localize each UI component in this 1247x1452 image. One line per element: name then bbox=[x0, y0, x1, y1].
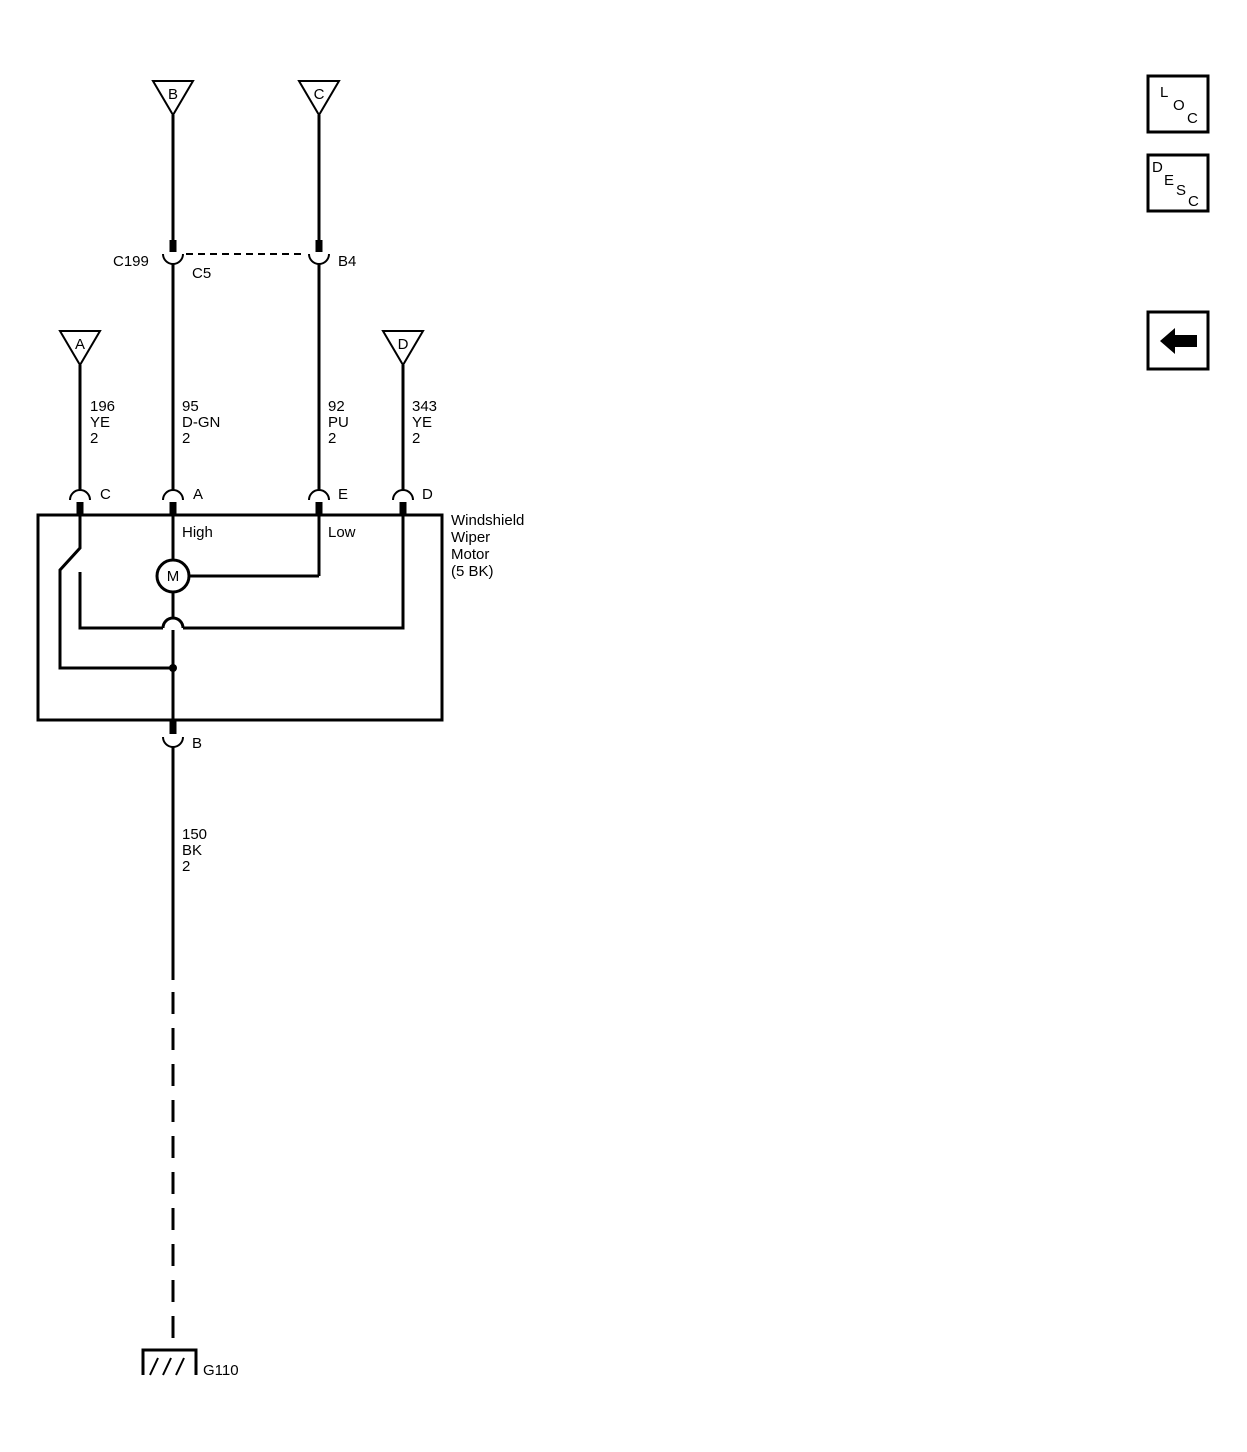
connector-c199-label: C199 bbox=[113, 253, 149, 270]
wire-95-circuit: 95 bbox=[182, 398, 199, 415]
wire-196-color: YE bbox=[90, 414, 110, 431]
wire-95-color: D-GN bbox=[182, 414, 220, 431]
back-button[interactable] bbox=[1146, 310, 1210, 371]
pin-b-socket[interactable] bbox=[162, 736, 184, 748]
wire-150-size: 2 bbox=[182, 858, 190, 875]
offpage-connector-b-label: B bbox=[168, 86, 178, 103]
wire-92-size: 2 bbox=[328, 430, 336, 447]
low-label: Low bbox=[328, 524, 356, 541]
wire-92-color: PU bbox=[328, 414, 349, 431]
loc-letter-c: C bbox=[1187, 110, 1198, 127]
desc-letter-d: D bbox=[1152, 159, 1163, 176]
component-name-line3: Motor bbox=[451, 546, 489, 563]
wire-label-196: 196 YE 2 bbox=[90, 398, 115, 447]
park-switch bbox=[58, 516, 173, 670]
wire-label-150: 150 BK 2 bbox=[182, 826, 207, 875]
offpage-connector-d[interactable]: D bbox=[381, 330, 425, 367]
component-connector-label: (5 BK) bbox=[451, 563, 494, 580]
pin-d-label: D bbox=[422, 486, 433, 503]
wire-label-95: 95 D-GN 2 bbox=[182, 398, 220, 447]
offpage-connector-c-label: C bbox=[314, 86, 325, 103]
offpage-connector-d-label: D bbox=[398, 336, 409, 353]
pin-b4-label: B4 bbox=[338, 253, 356, 270]
wire-196-circuit: 196 bbox=[90, 398, 115, 415]
motor-connector-pins[interactable]: C A E D bbox=[69, 486, 433, 516]
desc-button[interactable]: D E S C bbox=[1146, 153, 1210, 213]
high-label: High bbox=[182, 524, 213, 541]
desc-letter-e: E bbox=[1164, 172, 1174, 189]
windshield-wiper-motor[interactable]: Windshield Wiper Motor (5 BK) High Low M bbox=[36, 512, 524, 727]
wire-150-color: BK bbox=[182, 842, 202, 859]
desc-letter-s: S bbox=[1176, 182, 1186, 199]
component-name-line2: Wiper bbox=[451, 529, 490, 546]
ground-icon[interactable]: G110 bbox=[141, 1348, 239, 1379]
motor-symbol-label: M bbox=[167, 568, 180, 585]
pin-a-label: A bbox=[193, 486, 203, 503]
loc-letter-o: O bbox=[1173, 97, 1185, 114]
pin-c5-label: C5 bbox=[192, 265, 211, 282]
offpage-connector-a-label: A bbox=[75, 336, 85, 353]
offpage-connector-a[interactable]: A bbox=[58, 330, 102, 367]
pin-e-label: E bbox=[338, 486, 348, 503]
wire-196-size: 2 bbox=[90, 430, 98, 447]
wire-150-circuit: 150 bbox=[182, 826, 207, 843]
loc-letter-l: L bbox=[1160, 84, 1168, 101]
wire-95-size: 2 bbox=[182, 430, 190, 447]
component-name-line1: Windshield bbox=[451, 512, 524, 529]
wire-343-circuit: 343 bbox=[412, 398, 437, 415]
wire-343-size: 2 bbox=[412, 430, 420, 447]
loc-button[interactable]: L O C bbox=[1146, 74, 1210, 134]
pin-c-label: C bbox=[100, 486, 111, 503]
wire-label-343: 343 YE 2 bbox=[412, 398, 437, 447]
arrow-left-icon bbox=[1160, 328, 1197, 354]
ground-label: G110 bbox=[203, 1362, 239, 1379]
wire-92-circuit: 92 bbox=[328, 398, 345, 415]
wire-343-color: YE bbox=[412, 414, 432, 431]
pin-b-label: B bbox=[192, 735, 202, 752]
desc-letter-c: C bbox=[1188, 193, 1199, 210]
offpage-connector-b[interactable]: B bbox=[151, 80, 195, 117]
wire-label-92: 92 PU 2 bbox=[328, 398, 349, 447]
offpage-connector-c[interactable]: C bbox=[297, 80, 341, 117]
